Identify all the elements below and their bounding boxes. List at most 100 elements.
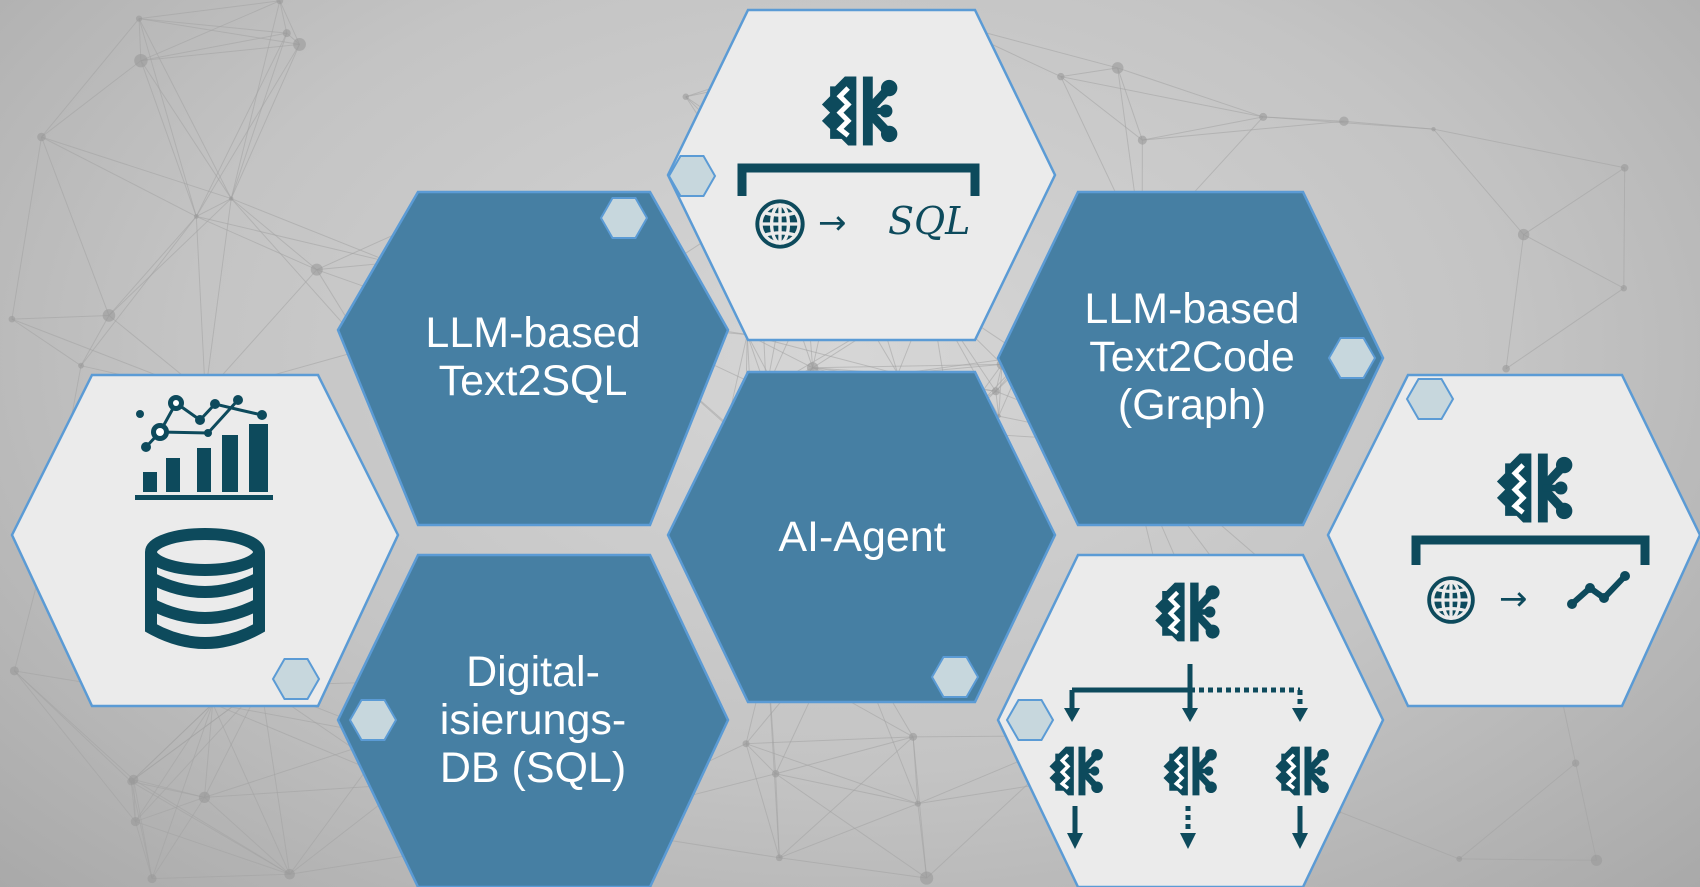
network-line (775, 773, 927, 879)
label-line: Digital- (466, 648, 600, 696)
label-line: Text2Code (1089, 333, 1295, 381)
network-line (41, 136, 110, 316)
database-label: Digital- isierungs- DB (SQL) (440, 648, 626, 792)
network-line (279, 0, 300, 45)
network-line (14, 670, 134, 780)
graph-arrow: → (1499, 579, 1528, 619)
label-line: (Graph) (1117, 381, 1267, 429)
network-line (138, 18, 300, 45)
network-node (1571, 759, 1580, 767)
network-line (1117, 67, 1143, 141)
label-line: AI-Agent (778, 513, 946, 561)
network-line (140, 32, 287, 62)
hexagon-text2code (996, 190, 1385, 527)
network-line (130, 703, 214, 782)
network-line (138, 0, 280, 20)
network-line (912, 736, 928, 879)
database-icon (145, 528, 265, 649)
text2sql-label: LLM-based Text2SQL (425, 309, 640, 405)
network-line (108, 198, 232, 316)
hexagon-data-analytics (10, 373, 400, 708)
network-node (991, 387, 1000, 396)
network-line (917, 803, 928, 879)
network-node (1057, 72, 1065, 81)
network-line (1060, 67, 1118, 78)
network-node (1339, 116, 1349, 126)
network-line (998, 364, 1003, 417)
network-line (260, 685, 291, 875)
network-node (130, 816, 140, 827)
network-line (204, 269, 318, 395)
network-line (775, 736, 914, 775)
network-node (1590, 854, 1603, 866)
network-node (284, 868, 295, 880)
network-node (134, 53, 148, 68)
network-node (914, 800, 921, 807)
network-line (1523, 234, 1625, 289)
network-line (1623, 167, 1626, 289)
network-line (230, 0, 281, 199)
network-line (151, 797, 205, 879)
network-line (195, 32, 288, 217)
network-line (134, 703, 214, 822)
network-line (1433, 128, 1625, 169)
network-line (1523, 167, 1625, 235)
network-node (1502, 364, 1510, 373)
network-line (995, 391, 1000, 417)
network-node (198, 791, 211, 803)
network-node (1259, 112, 1268, 121)
network-line (745, 743, 776, 775)
network-line (204, 198, 232, 395)
network-line (1575, 763, 1597, 861)
mini-hex-decoration (931, 656, 979, 698)
network-node (1137, 135, 1147, 145)
network-line (196, 215, 317, 271)
network-line (138, 18, 232, 199)
text2code-label: LLM-based Text2Code (Graph) (1084, 285, 1299, 429)
network-line (139, 18, 287, 34)
network-node (1620, 163, 1629, 172)
network-node (293, 38, 306, 51)
mini-hex-decoration (349, 699, 397, 741)
label-line: DB (SQL) (439, 744, 627, 792)
network-node (276, 0, 284, 5)
network-node (1517, 228, 1530, 241)
network-line (204, 797, 290, 875)
hexagon-sql-generation (666, 8, 1057, 342)
globe-icon (753, 197, 807, 251)
network-node (742, 740, 750, 748)
network-line (140, 60, 232, 199)
network-line (230, 44, 300, 199)
network-node (282, 29, 291, 38)
network-node (1620, 285, 1628, 292)
mini-hex-decoration (1328, 337, 1376, 379)
mini-hex-decoration (600, 197, 648, 239)
globe-icon (1425, 574, 1477, 626)
network-line (140, 0, 280, 62)
network-node (147, 874, 157, 884)
network-node (920, 871, 934, 885)
network-line (779, 857, 927, 879)
network-node (806, 362, 819, 374)
label-line: LLM-based (425, 309, 641, 357)
network-line (1060, 76, 1264, 118)
network-line (134, 821, 153, 879)
network-line (11, 318, 82, 367)
network-node (775, 854, 783, 862)
branch-arrows-icon (1064, 664, 1308, 722)
network-line (80, 216, 197, 366)
network-line (131, 781, 205, 798)
network-line (779, 803, 919, 859)
network-node (78, 362, 84, 369)
network-node (135, 15, 143, 22)
network-node (9, 666, 19, 676)
label-line: LLM-based (1084, 285, 1300, 333)
network-line (138, 18, 197, 217)
network-line (231, 198, 392, 264)
network-line (11, 136, 42, 320)
line-trend-icon (1567, 571, 1630, 609)
network-node (102, 309, 116, 322)
network-node (909, 732, 918, 741)
network-line (230, 198, 318, 271)
